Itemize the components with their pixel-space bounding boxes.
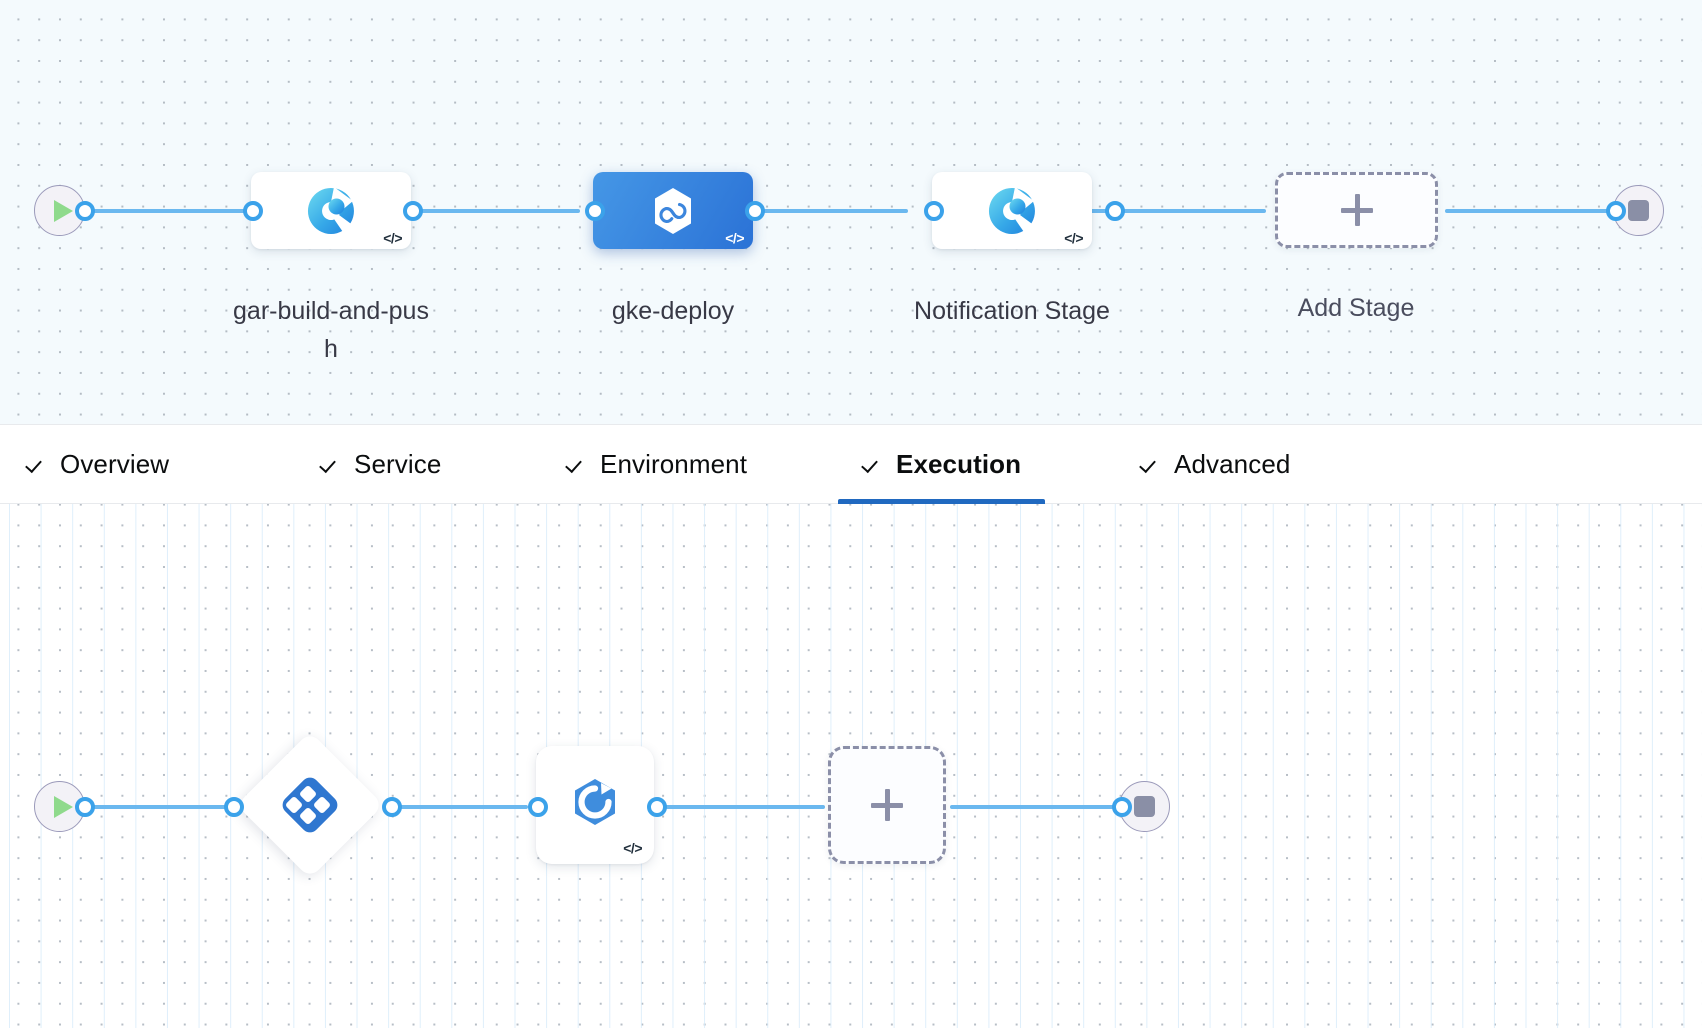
step-node-harness-approval[interactable] (236, 731, 384, 879)
step-code-tag: </> (623, 840, 642, 856)
exec-end-port[interactable] (1112, 797, 1132, 817)
check-icon (862, 454, 884, 476)
tab-label: Environment (600, 449, 748, 479)
stage-edge-3-to-add (1068, 209, 1266, 213)
step-1-out-port[interactable] (382, 797, 402, 817)
ci-build-icon (988, 186, 1035, 235)
stage-label-1: gar-build-and-push (233, 297, 429, 363)
tab-environment[interactable]: Environment (566, 425, 747, 504)
stage-label-2: gke-deploy (611, 297, 735, 325)
exec-start-port[interactable] (75, 797, 95, 817)
stage-code-tag: </> (1064, 230, 1083, 246)
stage-node-notification-stage[interactable]: </> (932, 172, 1092, 249)
stage-node-gar-build-and-push[interactable]: </> (251, 172, 411, 249)
stop-icon (1134, 796, 1155, 817)
plus-icon (1340, 193, 1374, 227)
tab-label: Execution (896, 449, 1022, 479)
stage-edge-1-to-2 (412, 209, 580, 213)
add-stage-label: Add Stage (1297, 294, 1415, 322)
stage-label-3: Notification Stage (914, 297, 1110, 325)
stage-3-in-port[interactable] (924, 201, 944, 221)
tab-overview[interactable]: Overview (26, 425, 169, 504)
step-1-in-port[interactable] (224, 797, 244, 817)
stage-1-in-port[interactable] (243, 201, 263, 221)
check-icon (1140, 454, 1162, 476)
stage-edge-add-to-end (1445, 209, 1622, 213)
stage-code-tag: </> (383, 230, 402, 246)
stage-2-out-port[interactable] (745, 201, 765, 221)
check-icon (26, 454, 48, 476)
stage-1-out-port[interactable] (403, 201, 423, 221)
check-icon (320, 454, 342, 476)
tab-execution[interactable]: Execution (838, 425, 1046, 504)
cd-deploy-icon (655, 187, 691, 234)
tab-label: Service (354, 449, 442, 479)
stage-node-gke-deploy[interactable]: </> (593, 172, 753, 249)
add-step-button[interactable] (828, 746, 946, 864)
plus-icon (870, 788, 904, 822)
stage-edge-start-to-1 (84, 209, 252, 213)
check-icon (566, 454, 588, 476)
step-node-rollout-deployment[interactable]: </> (536, 746, 654, 864)
execution-graph-canvas[interactable]: HarnessApproval </> Rollout Deployment A… (0, 504, 1702, 1028)
play-icon (53, 199, 73, 222)
exec-edge-2-to-add (655, 805, 825, 809)
stage-2-in-port[interactable] (585, 201, 605, 221)
harness-approval-icon (282, 777, 338, 833)
stop-icon (1628, 200, 1649, 221)
stage-end-port[interactable] (1606, 201, 1626, 221)
step-2-in-port[interactable] (528, 797, 548, 817)
tab-label: Overview (60, 449, 170, 479)
step-2-out-port[interactable] (647, 797, 667, 817)
exec-edge-start-to-1 (84, 805, 234, 809)
stage-edge-2-to-3 (740, 209, 908, 213)
execution-start-node[interactable] (34, 781, 85, 832)
tab-service[interactable]: Service (320, 425, 441, 504)
stage-3-out-port[interactable] (1105, 201, 1125, 221)
stage-start-port[interactable] (75, 201, 95, 221)
tab-advanced[interactable]: Advanced (1140, 425, 1290, 504)
stage-config-tabs: Overview Service Environment Execution A… (0, 424, 1702, 504)
stage-graph-canvas[interactable]: </> gar-build-and-push </> gke-deploy (0, 0, 1702, 424)
ci-build-icon (307, 186, 354, 235)
tab-label: Advanced (1174, 449, 1291, 479)
add-stage-button[interactable] (1275, 172, 1438, 248)
stage-code-tag: </> (725, 230, 744, 246)
exec-edge-add-to-end (950, 805, 1120, 809)
rollout-deployment-icon (575, 779, 615, 825)
play-icon (53, 795, 73, 818)
exec-edge-1-to-2 (390, 805, 528, 809)
